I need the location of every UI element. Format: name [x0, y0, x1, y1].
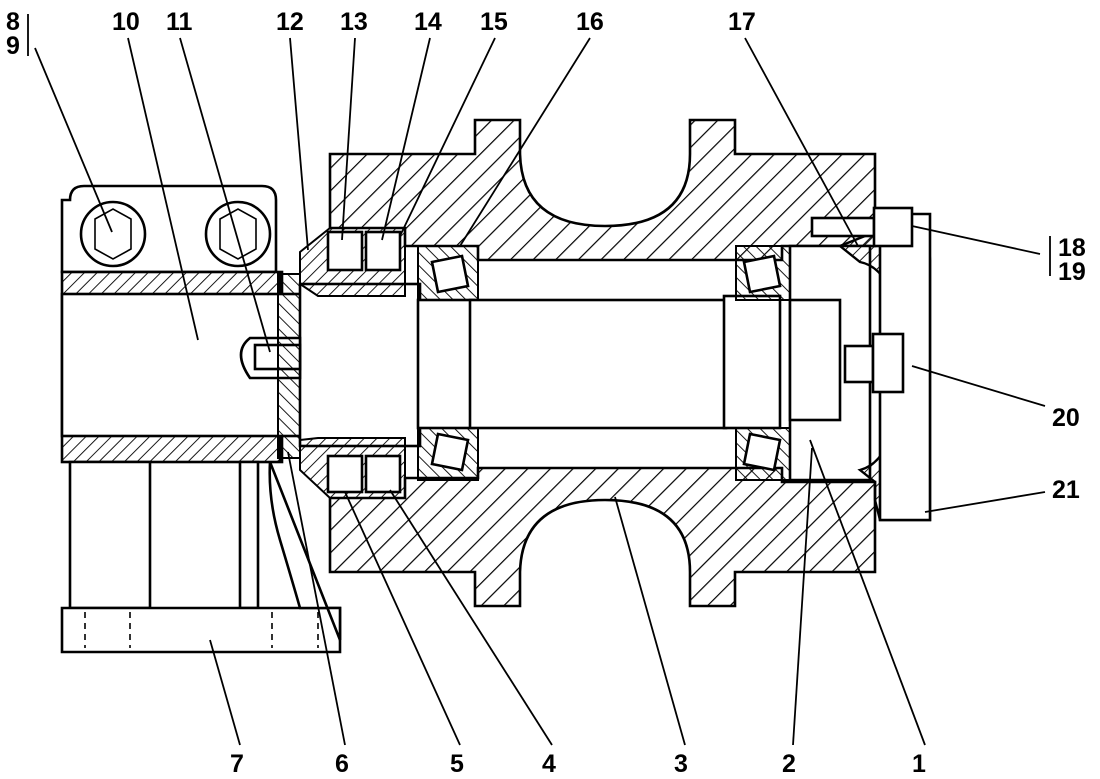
callout-15: 15	[480, 8, 508, 36]
callout-12: 12	[276, 8, 304, 36]
bracket-clamp-lower	[61, 435, 281, 463]
roller-body-lower	[328, 466, 877, 608]
callout-labels: 1 2 3 4 5 6 7 8 9 10 11 12 13 14 15 16 1…	[6, 8, 1086, 778]
callout-6: 6	[335, 750, 349, 778]
callout-2: 2	[782, 750, 796, 778]
callout-8: 8	[6, 8, 20, 36]
callout-5: 5	[450, 750, 464, 778]
thrust-collar	[277, 273, 301, 459]
tapered-bearings	[417, 245, 791, 481]
leader-lines	[27, 14, 1051, 746]
seal-housing	[299, 227, 406, 499]
callout-18: 18	[1058, 234, 1086, 262]
end-cap	[788, 206, 932, 522]
callout-9: 9	[6, 32, 20, 60]
callout-13: 13	[340, 8, 368, 36]
callout-17: 17	[728, 8, 756, 36]
callout-19: 19	[1058, 258, 1086, 286]
callout-20: 20	[1052, 404, 1080, 432]
hex-bolt-heads	[79, 200, 272, 268]
callout-3: 3	[674, 750, 688, 778]
callout-7: 7	[230, 750, 244, 778]
callout-10: 10	[112, 8, 140, 36]
callout-16: 16	[576, 8, 604, 36]
roller-body-upper	[328, 118, 877, 262]
callout-4: 4	[542, 750, 556, 778]
callout-21: 21	[1052, 476, 1080, 504]
callout-14: 14	[414, 8, 442, 36]
callout-11: 11	[166, 8, 193, 36]
shaft	[60, 282, 782, 448]
callout-1: 1	[912, 750, 926, 778]
